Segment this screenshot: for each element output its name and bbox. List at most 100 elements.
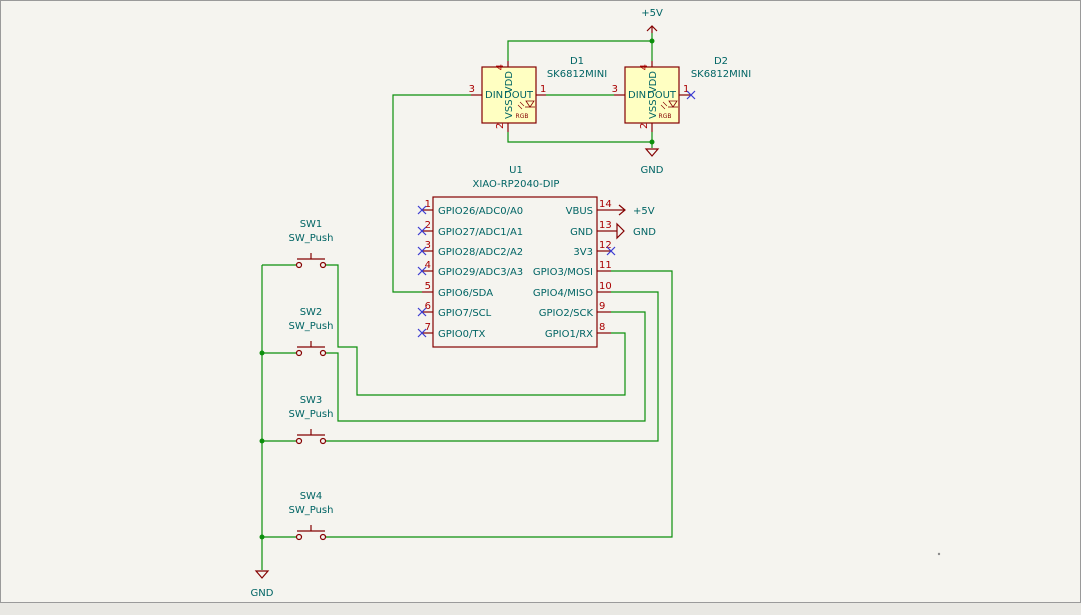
pin-name: GPIO3/MOSI (533, 267, 593, 278)
power-5v-vbus[interactable]: +5V (611, 204, 655, 217)
pin-number: 1 (683, 84, 689, 95)
power-gnd-label: GND (251, 588, 274, 599)
no-connect-icon (417, 205, 427, 215)
pin-name: DOUT (647, 90, 677, 101)
pin-number: 3 (425, 240, 431, 251)
pin-name: DIN (485, 90, 503, 101)
pin-name: GPIO0/TX (438, 329, 485, 340)
pin-number: 8 (599, 322, 605, 333)
wires (259, 33, 673, 570)
led-d2[interactable]: D2 SK6812MINI 4 2 3 1 VDD VSS DIN DOUT R… (612, 56, 752, 132)
pin-name: VBUS (566, 206, 593, 217)
pin-number: 4 (495, 64, 506, 70)
pin-number: 1 (540, 84, 546, 95)
no-connect-icon (417, 246, 427, 256)
switch-value: SW_Push (289, 233, 334, 244)
switch-value: SW_Push (289, 505, 334, 516)
led-value: SK6812MINI (691, 69, 751, 80)
power-5v-label: +5V (633, 206, 655, 217)
pin-number: 13 (599, 220, 612, 231)
pin-name: GPIO26/ADC0/A0 (438, 206, 523, 217)
rgb-label: RGB (516, 113, 529, 120)
led-body (624, 66, 680, 124)
mcu-body (432, 196, 598, 348)
mcu-pin-right[interactable]: 12 3V3 (573, 240, 616, 258)
mcu-ref: U1 (509, 165, 523, 176)
no-connect-icon (417, 307, 427, 317)
push-button-icon (295, 429, 327, 445)
pin-name: VDD (504, 71, 515, 94)
no-connect-icon (417, 226, 427, 236)
power-gnd-bottom[interactable]: GND (251, 570, 274, 599)
led-ref: D1 (570, 56, 584, 67)
power-gnd-led[interactable]: GND (641, 148, 664, 176)
pin-number: 3 (612, 84, 618, 95)
pin-name: GPIO28/ADC2/A2 (438, 247, 523, 258)
push-button-icon (295, 341, 327, 357)
pin-name: GPIO2/SCK (539, 308, 594, 319)
pin-number: 7 (425, 322, 431, 333)
switch-ref: SW4 (300, 491, 323, 502)
pin-number: 11 (599, 260, 612, 271)
power-gnd-mcu[interactable]: GND (611, 222, 656, 240)
mcu-u1[interactable]: U1 XIAO-RP2040-DIP 1GPIO26/ADC0/A02GPIO2… (417, 165, 656, 348)
pin-number: 2 (639, 123, 650, 129)
pin-number: 14 (599, 199, 612, 210)
pin-name: 3V3 (573, 247, 593, 258)
power-gnd-label: GND (641, 165, 664, 176)
bottom-bar (0, 603, 1081, 615)
pin-number: 2 (495, 123, 506, 129)
led-ref: D2 (714, 56, 728, 67)
pin-name: GPIO27/ADC1/A1 (438, 227, 523, 238)
mcu-value: XIAO-RP2040-DIP (473, 179, 560, 190)
pin-number: 9 (599, 301, 605, 312)
pin-number: 1 (425, 199, 431, 210)
pin-name: VSS (648, 99, 659, 119)
pin-number: 6 (425, 301, 431, 312)
pin-name: GPIO4/MISO (533, 288, 593, 299)
pin-number: 12 (599, 240, 612, 251)
led-d1[interactable]: D1 SK6812MINI 4 2 3 1 VDD VSS DIN DOUT R… (469, 56, 608, 132)
pin-number: 4 (639, 64, 650, 70)
push-button-icon (295, 253, 327, 269)
led-value: SK6812MINI (547, 69, 607, 80)
switch-value: SW_Push (289, 409, 334, 420)
pin-name: GND (570, 227, 593, 238)
power-5v-top[interactable]: +5V (641, 8, 663, 33)
pin-number: 5 (425, 281, 431, 292)
switch-ref: SW2 (300, 307, 323, 318)
pin-name: GPIO7/SCL (438, 308, 492, 319)
power-gnd-label: GND (633, 227, 656, 238)
switch-ref: SW1 (300, 219, 323, 230)
pin-number: 2 (425, 220, 431, 231)
no-connect-icon (417, 328, 427, 338)
power-5v-label: +5V (641, 8, 663, 19)
pin-name: GPIO1/RX (545, 329, 593, 340)
pin-name: DIN (628, 90, 646, 101)
pin-name: GPIO29/ADC3/A3 (438, 267, 523, 278)
led-diode-icon (660, 100, 678, 110)
rgb-label: RGB (659, 113, 672, 120)
